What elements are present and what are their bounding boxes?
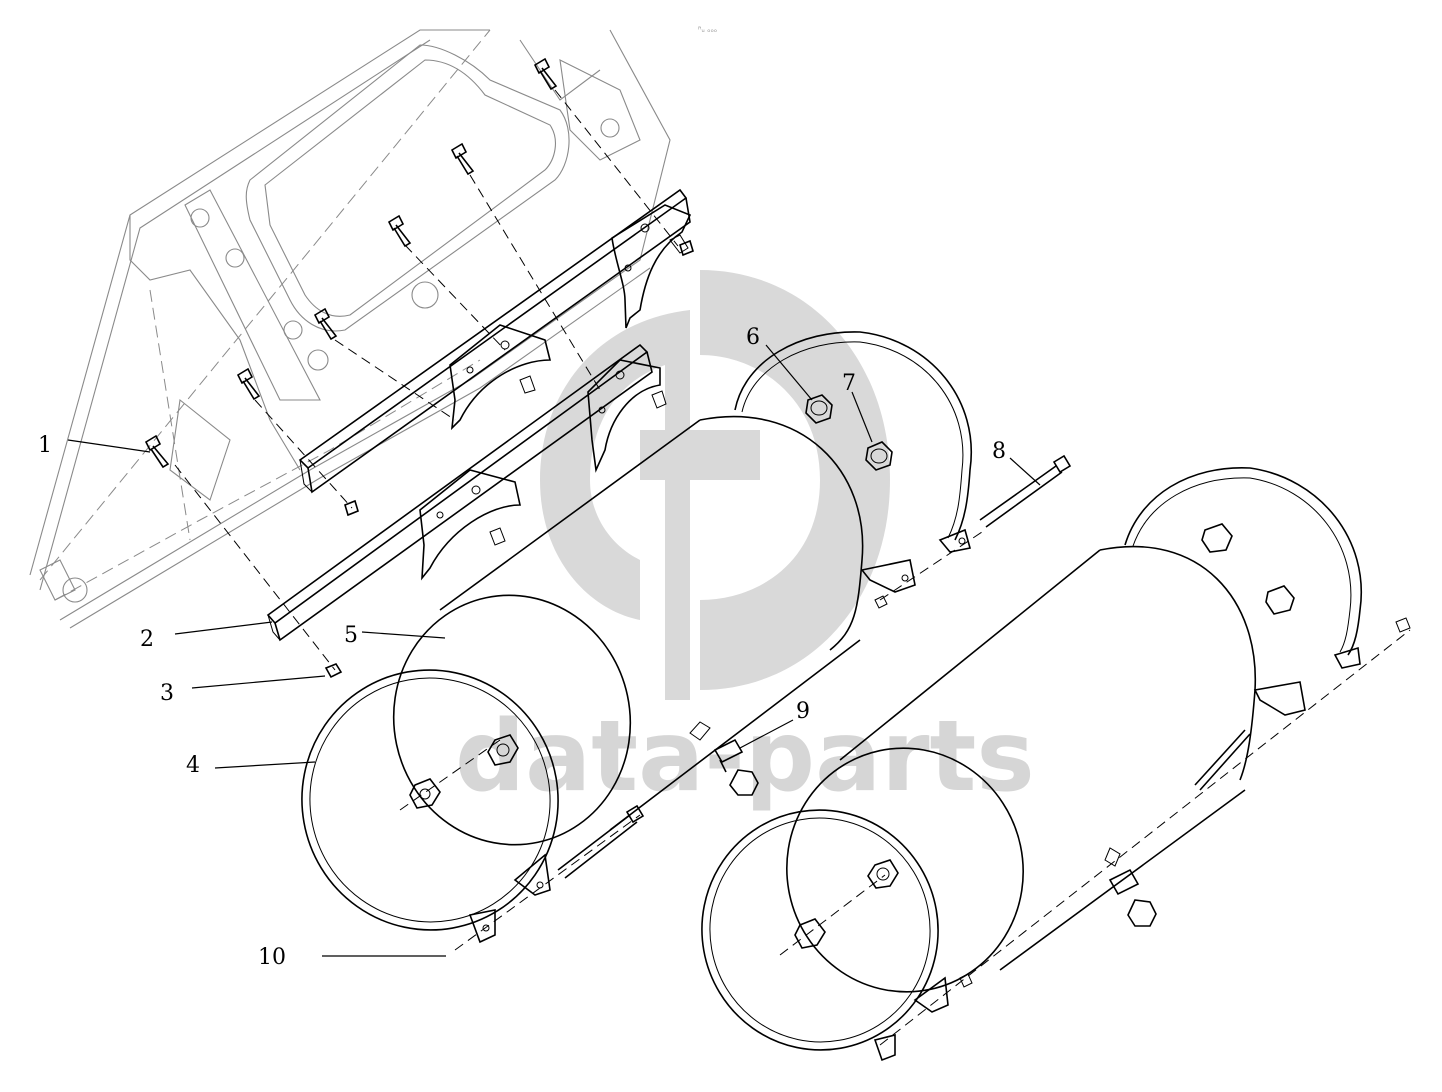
leader-3 (191, 675, 326, 689)
callout-9: 9 (796, 699, 810, 724)
leader-4 (214, 761, 316, 769)
callout-2: 2 (140, 627, 154, 652)
bracket (449, 324, 552, 431)
bolt (387, 214, 412, 248)
long-bolts (557, 454, 1251, 879)
watermark-logo: data-parts (455, 270, 1035, 814)
callout-labels: 1 2 3 4 5 6 7 8 9 10 (38, 325, 1006, 970)
mounting-rail-upper (298, 188, 691, 494)
callout-10: 10 (258, 945, 286, 970)
mounting-bolts (144, 57, 558, 469)
chassis-frame (29, 29, 671, 629)
air-tank-front (392, 415, 864, 846)
leader-5 (361, 631, 446, 639)
callout-4: 4 (186, 753, 200, 778)
bolt (533, 57, 558, 91)
fittings (805, 394, 893, 609)
tank-strap-rear-front (701, 809, 973, 1062)
drain-valves (713, 738, 1157, 927)
leader-1 (67, 439, 151, 453)
bracket (587, 359, 667, 473)
bolt (236, 367, 261, 401)
corner-mark: ᴿᵤ ₒₒₒ (698, 25, 717, 34)
mounting-rail-lower (266, 343, 653, 642)
leader-6 (765, 344, 813, 401)
bolt (144, 434, 170, 469)
callout-7: 7 (842, 371, 856, 396)
callout-3: 3 (160, 681, 174, 706)
bracket (611, 204, 692, 329)
bolt (450, 142, 475, 176)
callout-6: 6 (746, 325, 760, 350)
callout-5: 5 (344, 623, 358, 648)
bracket (419, 469, 521, 581)
callout-leaders (67, 344, 1041, 957)
leader-9 (739, 719, 794, 749)
leader-8 (1009, 457, 1041, 486)
tank-strap-rear-back (1124, 467, 1411, 716)
leader-7 (851, 391, 873, 443)
callout-1: 1 (38, 433, 52, 458)
leader-2 (174, 621, 273, 635)
tank-strap-front (301, 669, 559, 944)
nuts (324, 239, 694, 679)
tank-brackets (419, 204, 692, 581)
bolt (313, 307, 338, 341)
callout-8: 8 (992, 439, 1006, 464)
